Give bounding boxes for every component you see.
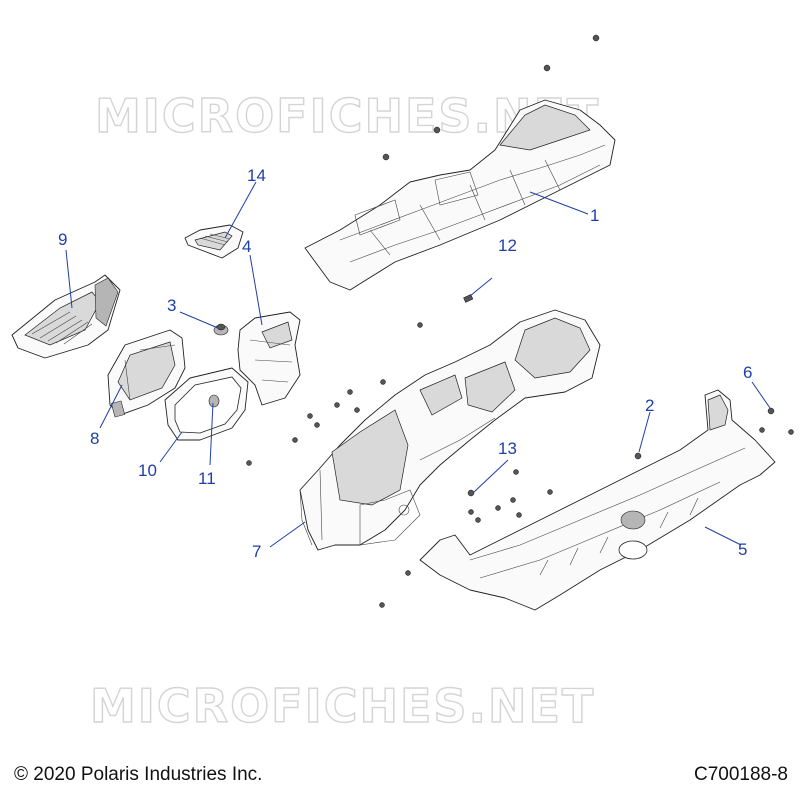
callout-13: 13 [498, 439, 517, 458]
part-5-lower-panel [419, 389, 776, 611]
callout-3: 3 [167, 296, 176, 315]
part-11-grommet [208, 394, 220, 408]
callout-8: 8 [90, 429, 99, 448]
part-8-glovebox-door [107, 329, 186, 418]
part-12-screw [463, 294, 474, 303]
fasteners [246, 34, 794, 608]
diagram-id: C700188-8 [693, 764, 788, 785]
callout-14: 14 [247, 166, 266, 185]
part-1-upper-dash-panel [304, 99, 616, 291]
part-4-bracket [237, 311, 301, 406]
callout-4: 4 [242, 237, 251, 256]
callouts: 1 2 3 4 5 6 7 8 9 10 11 12 13 14 [58, 166, 752, 561]
part-10-gasket [164, 367, 249, 441]
watermark-bottom: MICROFICHES.NET [90, 679, 595, 733]
callout-6: 6 [743, 363, 752, 382]
leader-lines [65, 181, 771, 548]
callout-11: 11 [198, 469, 216, 488]
copyright-notice: © 2020 Polaris Industries Inc. [14, 764, 263, 785]
callout-9: 9 [58, 230, 67, 249]
part-9-long-vent [11, 274, 121, 359]
part-7-lower-dash [299, 309, 601, 551]
callout-1: 1 [590, 206, 599, 225]
part-3-clip [213, 323, 229, 336]
callout-10: 10 [138, 461, 157, 480]
callout-7: 7 [252, 542, 261, 561]
callout-5: 5 [738, 540, 747, 559]
callout-2: 2 [645, 396, 654, 415]
part-14-vent-grille [184, 224, 244, 259]
callout-12: 12 [498, 236, 517, 255]
